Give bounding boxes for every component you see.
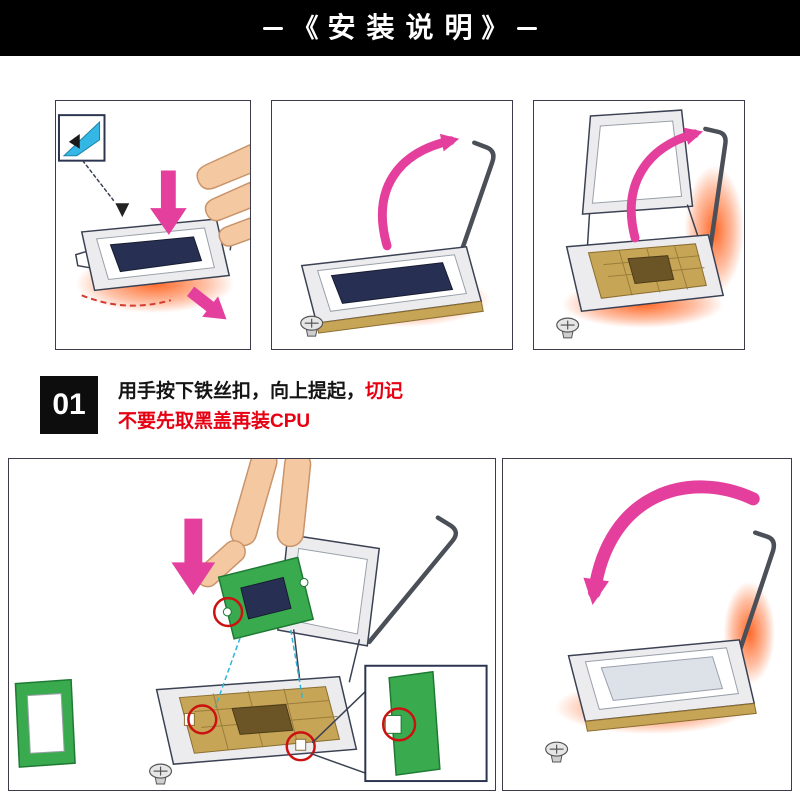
pull-out-arrow-icon: [186, 286, 227, 320]
step-text-black: 用手按下铁丝扣，向上提起，: [118, 381, 366, 402]
lift-up-arrow-icon: [378, 133, 460, 251]
open-socket: [155, 675, 358, 765]
screw-icon: [149, 763, 173, 785]
step-text-warning-line2: 不要先取黑盖再装CPU: [118, 411, 311, 432]
header-bracket-right: 》: [481, 13, 508, 43]
screw-icon: [545, 741, 569, 763]
illustration-press-latch: [55, 100, 251, 350]
alignment-circles: [187, 596, 316, 762]
illustration-place-cpu: [8, 458, 496, 791]
place-cpu-drawing: [14, 459, 488, 785]
header-bracket-left: 《: [292, 13, 319, 43]
load-lever: [737, 530, 777, 655]
cpu: [217, 556, 315, 640]
hand-pressing: [196, 144, 250, 247]
step-text-warning: 切记: [365, 381, 404, 402]
rotate-path-dashes: [81, 294, 172, 307]
alignment-guides: [214, 629, 304, 708]
load-lever: [367, 515, 459, 645]
illustration-lift-lever: [271, 100, 513, 350]
lift-lever-drawing: [300, 133, 496, 337]
illustration-close-lever: [502, 458, 792, 791]
press-down-arrow-icon: [150, 170, 187, 235]
step-text-line1: 用手按下铁丝扣，向上提起，切记: [118, 377, 403, 407]
place-down-arrow-icon: [171, 518, 216, 596]
close-down-arrow-icon: [583, 480, 760, 606]
page-title: 安装说明: [327, 12, 484, 43]
step2-illustration-row: [0, 458, 800, 791]
step1-caption: 01 用手按下铁丝扣，向上提起，切记 不要先取黑盖再装CPU: [0, 376, 800, 438]
step-number-badge: 01: [40, 376, 98, 434]
motherboard-edge: [14, 678, 76, 768]
header-decor-left: [263, 26, 284, 30]
open-cover: [581, 109, 700, 247]
step-instructions: 用手按下铁丝扣，向上提起，切记 不要先取黑盖再装CPU: [118, 376, 403, 437]
cpu-socket: [74, 218, 234, 292]
header-decor-right: [516, 26, 537, 30]
open-up-arrow-icon: [626, 127, 704, 243]
header-banner: 《 安装说明 》: [0, 0, 800, 56]
load-lever: [703, 126, 728, 251]
open-socket: [565, 234, 725, 312]
latch-detail-inset: [57, 114, 115, 201]
illustration-open-cover: [533, 100, 745, 350]
close-lever-drawing: [545, 480, 777, 763]
open-cover-drawing: [556, 109, 744, 339]
press-latch-drawing: [57, 114, 250, 320]
load-lever: [454, 140, 496, 268]
pointer-triangle-icon: [115, 203, 130, 218]
cpu-socket: [300, 246, 484, 334]
hand-holding-cpu: [195, 459, 315, 640]
screw-icon: [556, 317, 580, 339]
cpu-socket: [567, 639, 757, 732]
step1-illustration-row: [0, 100, 800, 350]
notch-detail-inset: [311, 664, 488, 783]
